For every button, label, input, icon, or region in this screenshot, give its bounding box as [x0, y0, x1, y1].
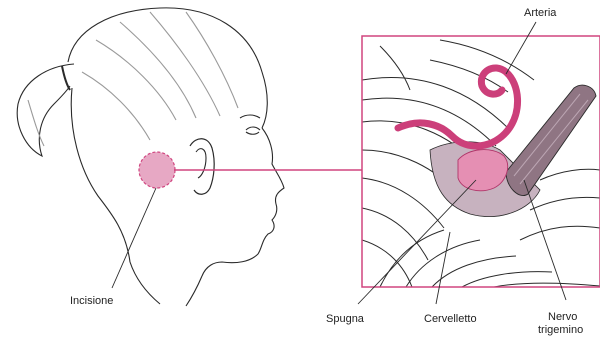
- ear: [190, 139, 214, 195]
- sponge-label: Spugna: [326, 313, 365, 325]
- inset-view: [362, 36, 600, 287]
- hair-strand: [82, 72, 150, 140]
- nerve-label-line2: trigemino: [538, 324, 583, 336]
- eye: [246, 127, 260, 130]
- ear-inner: [196, 149, 206, 178]
- face-profile: [202, 128, 284, 276]
- incision-label: Incisione: [70, 295, 113, 307]
- hair-strand: [150, 12, 220, 116]
- incision-site: [139, 152, 175, 188]
- neck-front: [186, 276, 202, 306]
- neck-back: [130, 262, 160, 304]
- head-outline: [68, 8, 267, 128]
- nerve-label-line1: Nervo: [548, 311, 577, 323]
- eyebrow: [240, 115, 260, 118]
- hair-tie: [62, 66, 70, 90]
- artery-label: Arteria: [524, 7, 557, 19]
- hair-strand: [96, 40, 176, 120]
- cerebellum-label: Cervelletto: [424, 313, 477, 325]
- eyelash: [246, 132, 259, 134]
- hair-strand: [120, 22, 196, 118]
- nape: [71, 88, 130, 262]
